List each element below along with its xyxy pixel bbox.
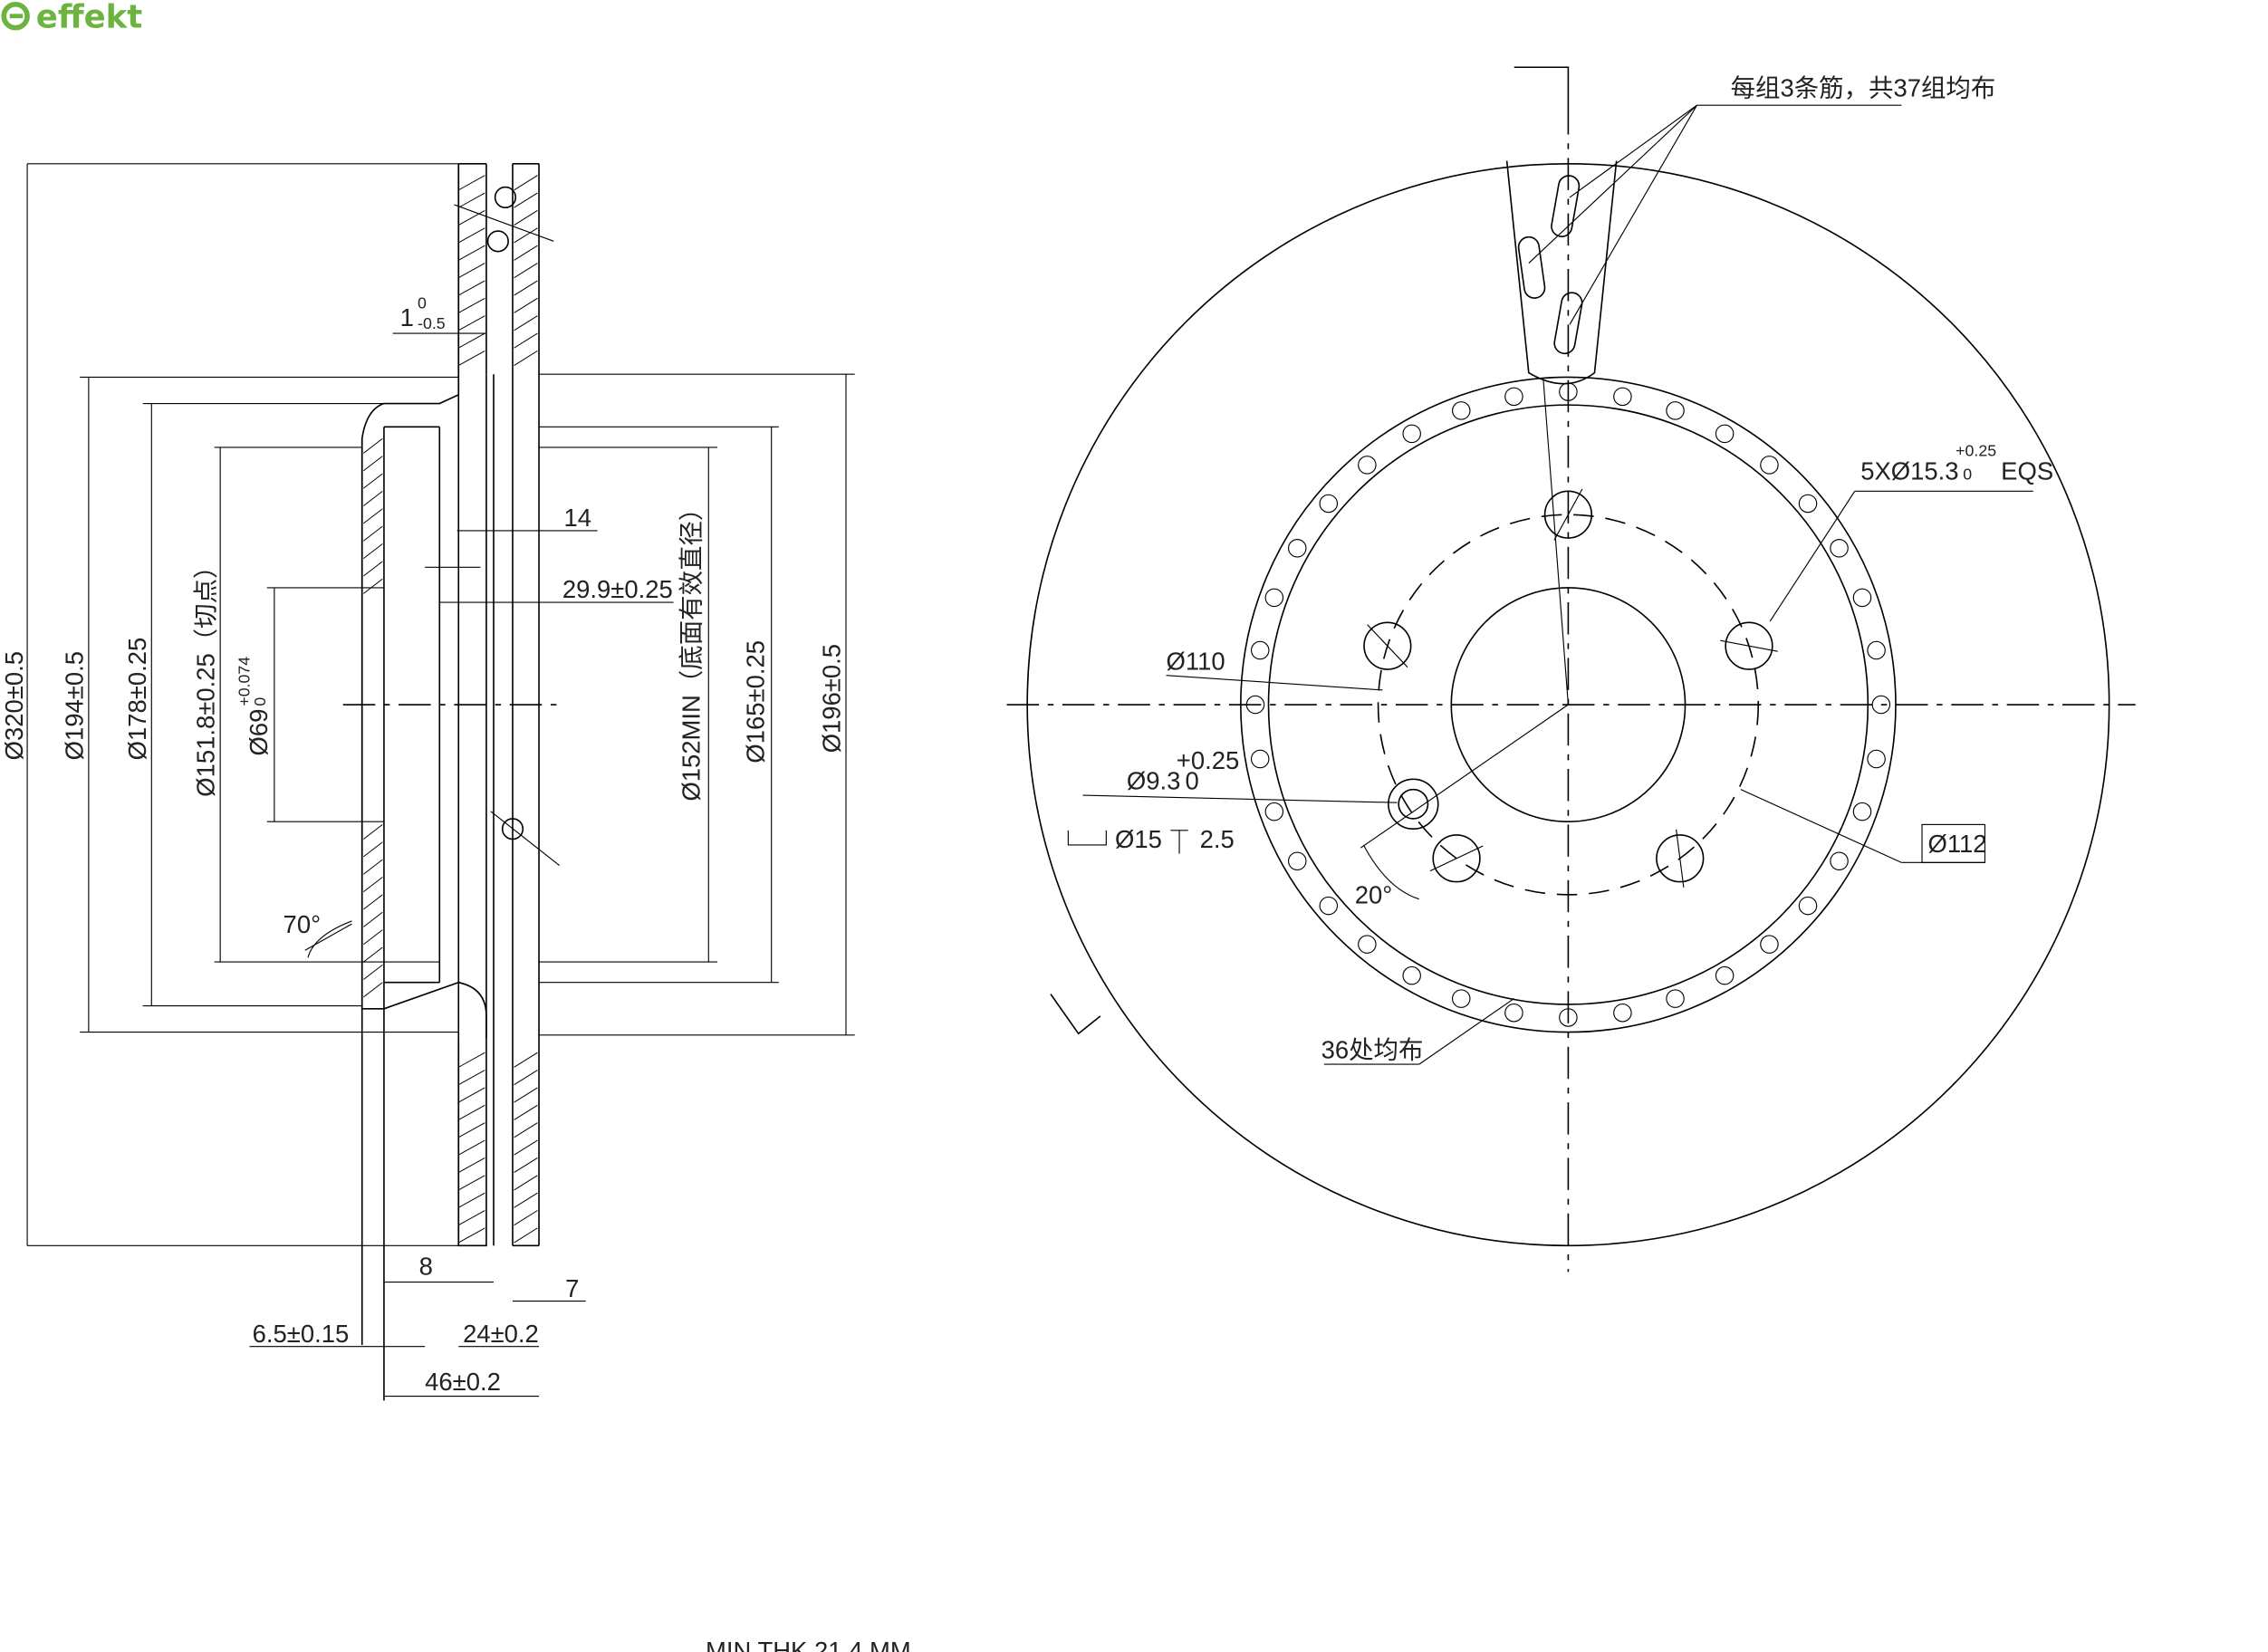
dim-d165: Ø165±0.25 (742, 640, 770, 764)
depth-icon (1170, 830, 1188, 854)
dim-d9-3-tol-lower: 0 (1185, 767, 1198, 795)
vent-hole (1760, 935, 1779, 954)
vent-hole (1250, 640, 1270, 660)
dim-d152: Ø152MIN（底面有效直径） (678, 496, 706, 802)
vent-hole (1613, 387, 1632, 407)
dim-d196: Ø196±0.5 (818, 644, 846, 753)
effekt-logo: effekt (1, 0, 143, 36)
dim-8: 8 (419, 1253, 433, 1281)
angle-20: 20° (1355, 881, 1393, 909)
dim-d320: Ø320±0.5 (0, 651, 28, 760)
bolt-holes (1363, 488, 1778, 888)
dim-24: 24±0.2 (463, 1320, 539, 1348)
runout-tol-lower: -0.5 (418, 314, 446, 332)
bolt-eqs: EQS (2001, 456, 2053, 485)
dim-d69-tol-upper: +0.074 (235, 657, 253, 706)
vent-hole (1715, 965, 1735, 985)
counterbore-icon (1067, 830, 1107, 846)
vent-hole (1264, 588, 1284, 608)
min-thickness-note: MIN THK 21.4 MM。 (706, 1637, 936, 1652)
bolt-holes-label: 5XØ15.3 (1860, 456, 1958, 485)
ribs-note: 每组3条筋，共37组均布 (1731, 74, 1996, 102)
vent-hole (1867, 640, 1886, 660)
vent-hole (1830, 539, 1849, 558)
dim-d9-3: Ø9.3 (1127, 767, 1180, 795)
vent-hole (1402, 424, 1421, 444)
vent-hole (1319, 494, 1339, 514)
logo-text: effekt (36, 0, 143, 36)
logo-mark-icon (1, 2, 30, 31)
vent-hole (1504, 387, 1523, 407)
dim-6-5: 6.5±0.15 (253, 1320, 350, 1348)
vent-hole (1666, 989, 1685, 1008)
vent-hole (1452, 989, 1471, 1008)
vent-hole (1402, 965, 1421, 985)
front-view: 每组3条筋，共37组均布 5XØ15.3 +0.25 0 EQS Ø110 Ø9… (1006, 66, 2136, 1273)
dim-d194: Ø194±0.5 (60, 651, 88, 760)
dim-d69: Ø69 (245, 709, 273, 756)
dim-29-9: 29.9±0.25 (562, 575, 673, 603)
bolt-tol-upper: +0.25 (1956, 442, 1996, 460)
vent-hole (1798, 494, 1818, 514)
dim-d151: Ø151.8±0.25（切点） (192, 553, 220, 796)
dim-d112: Ø112 (1927, 830, 1986, 858)
dim-46: 46±0.2 (425, 1368, 501, 1396)
vent-hole (1852, 588, 1872, 608)
vent-hole (1288, 851, 1307, 870)
dim-14: 14 (563, 504, 591, 532)
vents-note: 36处均布 (1321, 1036, 1424, 1064)
vent-hole (1852, 802, 1872, 821)
vent-hole (1358, 935, 1377, 954)
vent-hole (1288, 539, 1307, 558)
depth-label: 2.5 (1200, 825, 1235, 853)
bolt-hole (1725, 621, 1773, 670)
runout-value: 1 (400, 303, 414, 331)
vent-hole (1830, 851, 1849, 870)
vent-hole (1613, 1003, 1632, 1023)
vent-hole (1760, 456, 1779, 475)
vent-hole (1319, 896, 1339, 916)
vent-hole (1358, 456, 1377, 475)
vent-hole (1504, 1003, 1523, 1023)
vent-hole (1798, 896, 1818, 916)
dim-d9-3-tol-upper: +0.25 (1177, 746, 1239, 774)
counterbore-label: Ø15 (1115, 825, 1162, 853)
dim-7: 7 (565, 1274, 579, 1302)
angle-70: 70° (284, 910, 322, 938)
runout-tol-upper: 0 (418, 294, 427, 312)
vent-hole (1452, 401, 1471, 420)
bolt-hole (1363, 621, 1412, 670)
vent-hole (1264, 802, 1284, 821)
vent-holes (1245, 382, 1891, 1027)
vent-hole (1666, 401, 1685, 420)
dim-d69-tol-lower: 0 (251, 697, 269, 706)
bolt-hole (1432, 834, 1481, 883)
section-view: 1 0 -0.5 Ø320±0.5 Ø194±0.5 Ø178±0.25 Ø15… (0, 162, 855, 1401)
vent-hole (1867, 749, 1886, 769)
vent-hole (1715, 424, 1735, 444)
dim-d110: Ø110 (1167, 647, 1225, 675)
vent-hole (1250, 749, 1270, 769)
dim-d178: Ø178±0.25 (123, 638, 151, 761)
bolt-hole (1656, 834, 1705, 883)
bolt-tol-lower: 0 (1963, 465, 1972, 483)
